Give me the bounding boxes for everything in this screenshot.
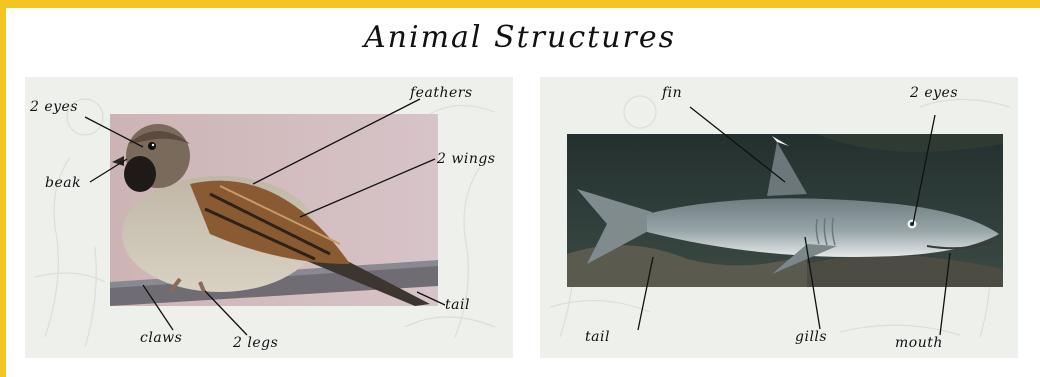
sparrow-label-legs: 2 legs xyxy=(233,335,278,351)
page-title: Animal Structures xyxy=(0,20,1040,55)
shark-label-tail: tail xyxy=(585,329,610,345)
shark-label-eyes: 2 eyes xyxy=(910,85,958,101)
frame-top-border xyxy=(0,0,1040,8)
sparrow-label-claws: claws xyxy=(140,330,182,346)
sparrow-label-feathers: feathers xyxy=(410,85,473,101)
frame-left-border xyxy=(0,0,6,377)
sparrow-label-eyes: 2 eyes xyxy=(30,99,78,115)
shark-label-gills: gills xyxy=(795,329,827,345)
sparrow-label-beak: beak xyxy=(45,175,81,191)
sparrow-panel: 2 eyes feathers beak 2 wings tail claws … xyxy=(25,77,513,358)
sparrow-photo xyxy=(110,114,438,306)
shark-photo xyxy=(567,134,1003,287)
sparrow-label-wings: 2 wings xyxy=(437,151,495,167)
shark-panel: fin 2 eyes tail gills mouth xyxy=(540,77,1018,358)
sparrow-label-tail: tail xyxy=(445,297,470,313)
shark-label-mouth: mouth xyxy=(895,335,943,351)
shark-label-fin: fin xyxy=(662,85,682,101)
